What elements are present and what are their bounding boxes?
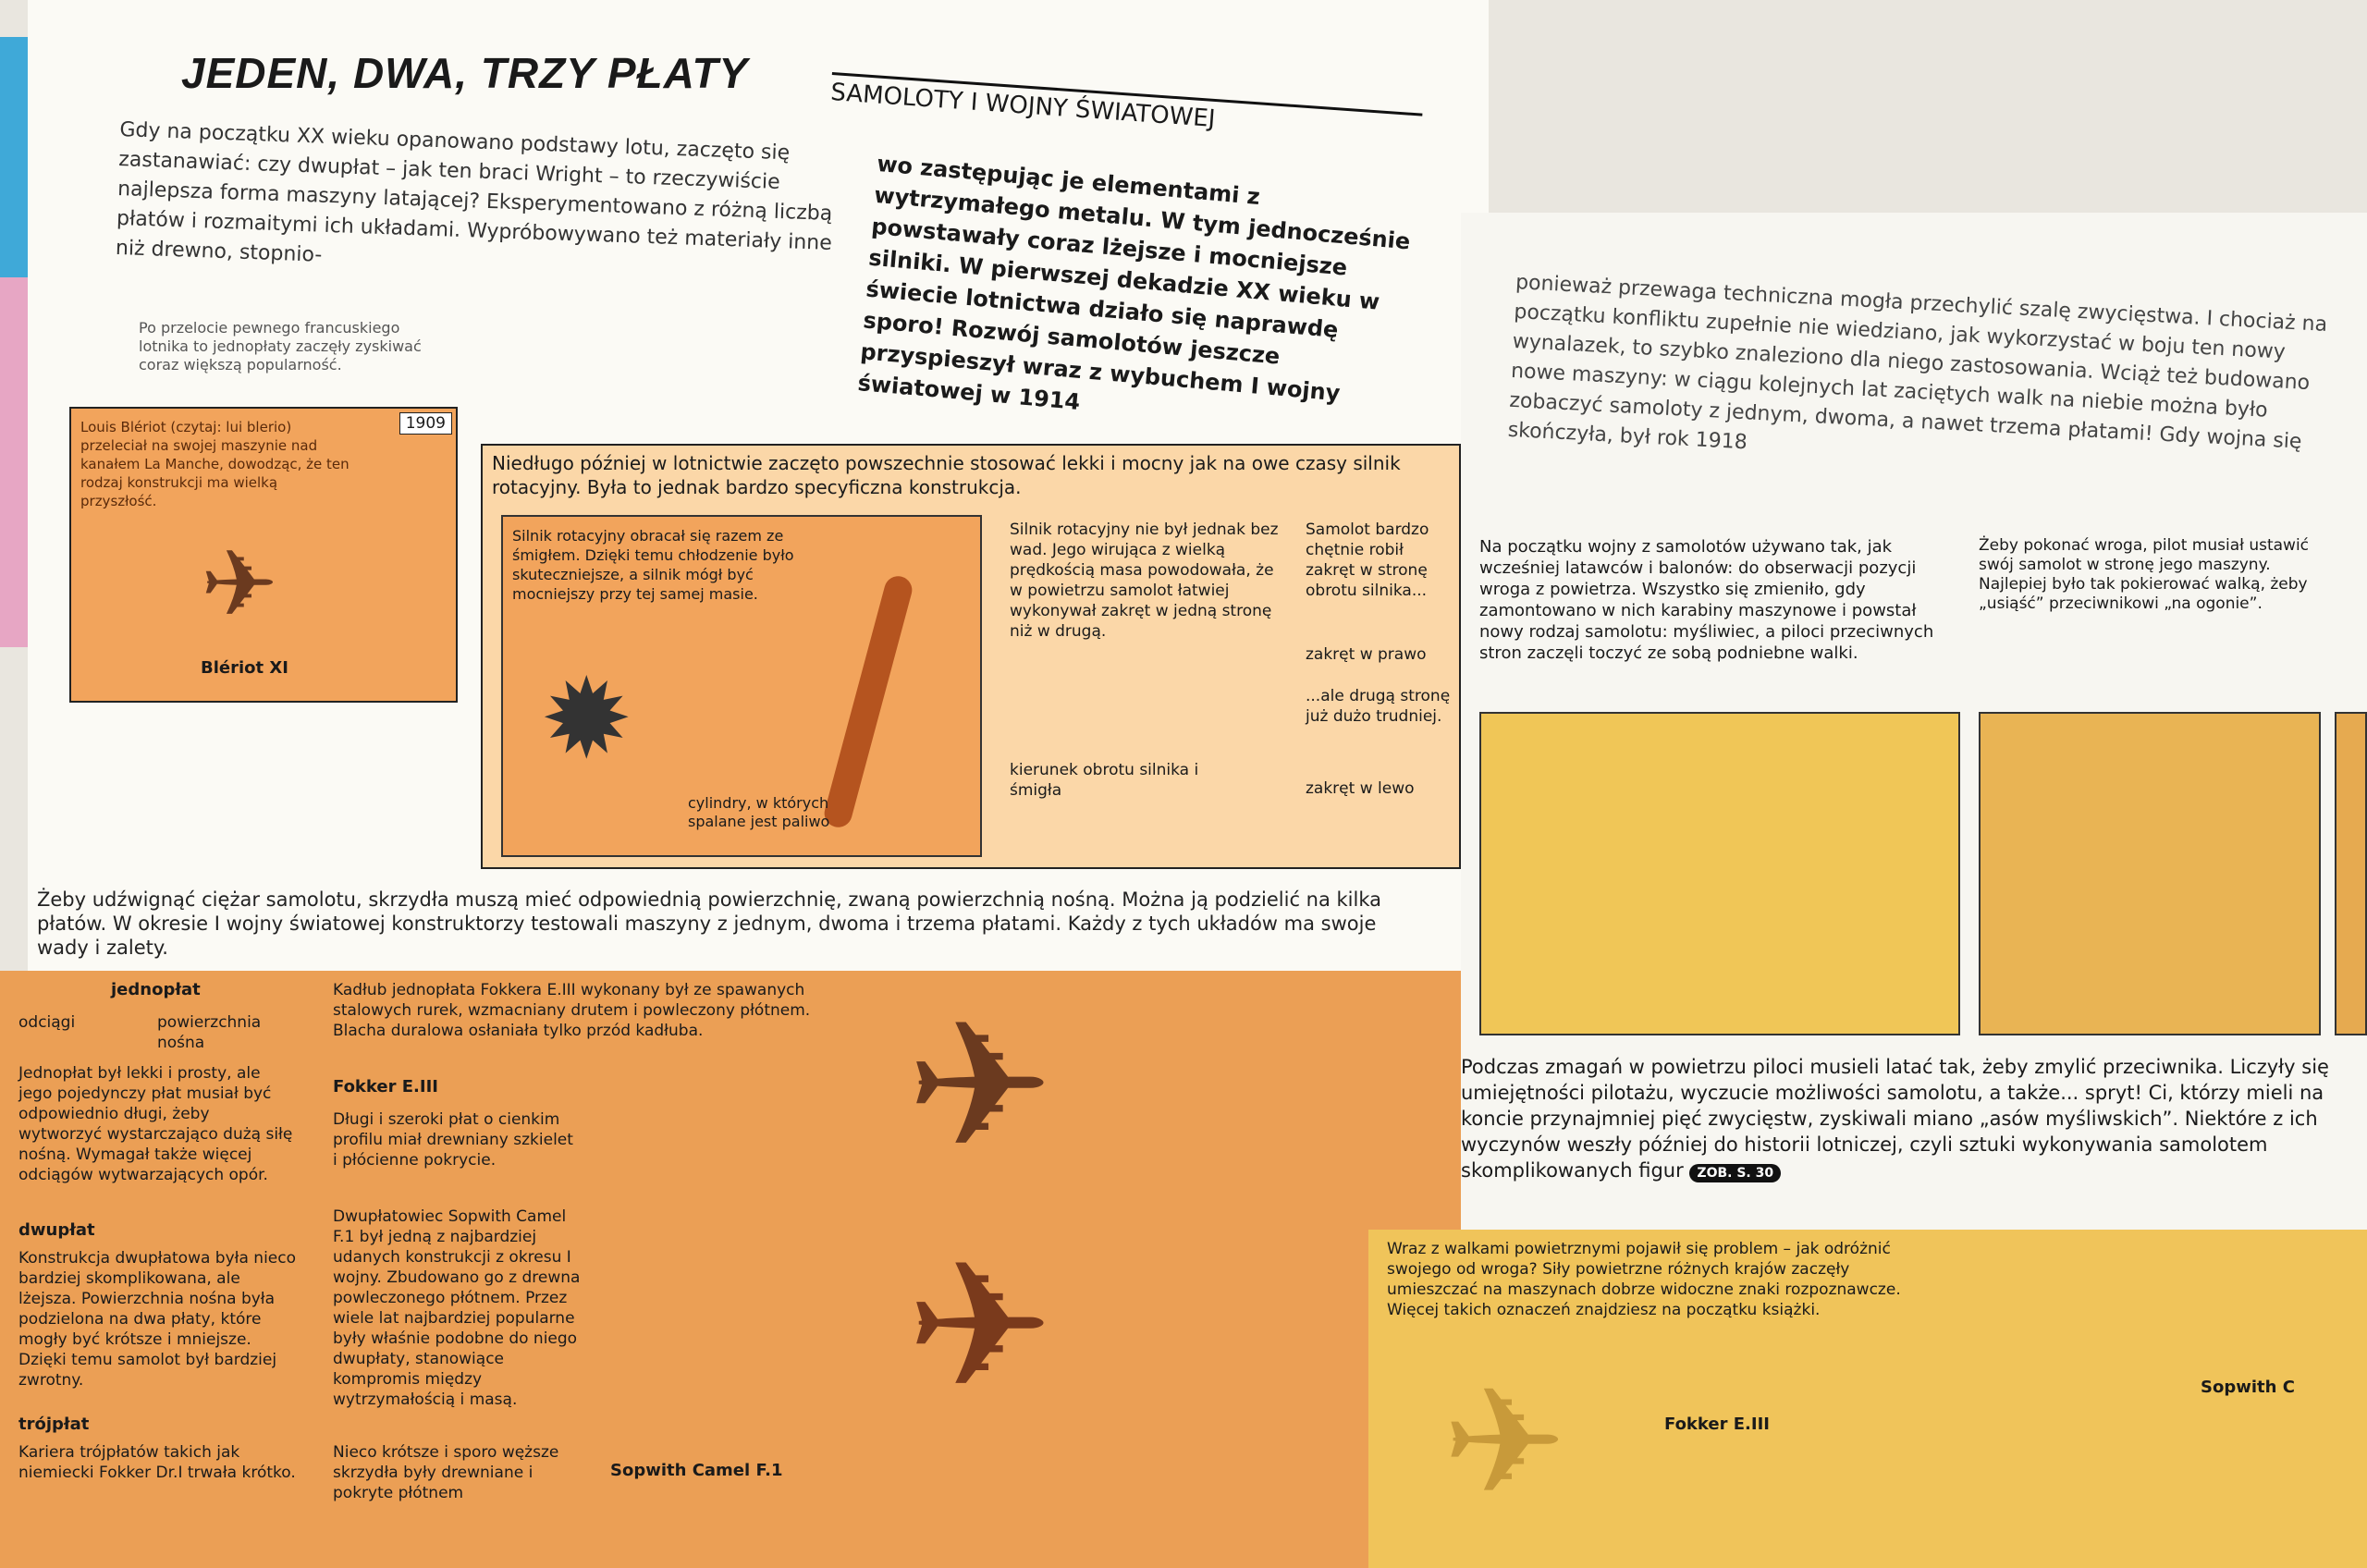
fokker-plane-illustration: ✈: [906, 984, 1054, 1188]
wings-section: jednopłat odciągi powierzchnia nośna Jed…: [0, 971, 1461, 1568]
rotary-caption-3: Silnik rotacyjny nie był jednak bez wad.…: [1010, 521, 1279, 641]
comic-panel-cockpit: [1979, 712, 2321, 1035]
bleriot-caption: Louis Blériot (czytaj: lui blerio) przel…: [80, 419, 350, 509]
year-badge: 1909: [399, 412, 452, 435]
wing-desc: Długi i szeroki płat o cienkim profilu m…: [333, 1110, 573, 1170]
camel-plane-illustration: ✈: [906, 1224, 1054, 1428]
cockpit-text: Żeby pokonać wroga, pilot musiał ustawić…: [1979, 536, 2310, 613]
observation-text: Na początku wojny z samolotów używano ta…: [1479, 537, 1934, 663]
rotary-caption-2: cylindry, w których spalane jest paliwo: [688, 794, 830, 830]
rotary-caption-1: Silnik rotacyjny obracał się razem ze śm…: [512, 527, 794, 603]
comic-panel-edge: [2335, 712, 2367, 1035]
mono-desc: Jednopłat był lekki i prosty, ale jego p…: [18, 1064, 293, 1184]
aces-text: Podczas zmagań w powietrzu piloci musiel…: [1461, 1054, 2349, 1186]
engine-icon: ✹: [540, 655, 633, 784]
wings-intro: Żeby udźwignąć ciężar samolotu, skrzydła…: [37, 888, 1382, 959]
drag-label: odciągi: [18, 1013, 76, 1032]
sopwith-right-label: Sopwith C: [2201, 1378, 2295, 1397]
rotary-engine-panel: Niedługo później w lotnictwie zaczęto po…: [481, 444, 1461, 869]
intro-right: wo zastępując je elementami z wytrzymałe…: [856, 150, 1412, 415]
surface-label: powierzchnia nośna: [157, 1013, 262, 1052]
fokker-right-label: Fokker E.III: [1664, 1415, 1770, 1434]
book-edge-pink: [0, 277, 28, 647]
rotary-caption-4: kierunek obrotu silnika i śmigła: [1010, 761, 1199, 800]
rotary-caption-5: Samolot bardzo chętnie robił zakręt w st…: [1306, 521, 1429, 600]
turn-left-label: zakręt w lewo: [1306, 779, 1415, 798]
bi-label: dwupłat: [18, 1220, 95, 1240]
intro-left: Gdy na początku XX wieku opanowano podst…: [115, 117, 833, 267]
rotary-intro: Niedługo później w lotnictwie zaczęto po…: [492, 452, 1401, 498]
see-page-badge[interactable]: ZOB. S. 30: [1689, 1164, 1782, 1182]
camel-desc: Dwupłatowiec Sopwith Camel F.1 był jedną…: [333, 1207, 581, 1409]
rotary-caption-7: ...ale drugą stronę już dużo trudniej.: [1306, 687, 1451, 726]
mono-label: jednopłat: [111, 980, 201, 999]
page-title: JEDEN, DWA, TRZY PŁATY: [181, 49, 749, 97]
bi-desc: Konstrukcja dwupłatowa była nieco bardzi…: [18, 1249, 297, 1390]
camel-label: Sopwith Camel F.1: [610, 1461, 783, 1480]
markings-text: Wraz z walkami powietrznymi pojawił się …: [1387, 1240, 1901, 1319]
fokker-markings-illustration: ✈: [1442, 1355, 1567, 1528]
bleriot-illustration: ✈: [201, 530, 278, 638]
propeller-icon: [821, 572, 915, 831]
fokker-label: Fokker E.III: [333, 1077, 438, 1096]
bleriot-label: Blériot XI: [201, 658, 288, 678]
fokker-desc: Kadłub jednopłata Fokkera E.III wykonany…: [333, 981, 811, 1040]
comic-panel-observation: [1479, 712, 1960, 1035]
aces-paragraph: Podczas zmagań w powietrzu piloci musiel…: [1461, 1056, 2329, 1182]
turn-right-label: zakręt w prawo: [1306, 645, 1427, 664]
tri-label: trójpłat: [18, 1415, 90, 1434]
note-1909: Po przelocie pewnego francuskiego lotnik…: [139, 319, 422, 374]
rotary-engine-illustration: Silnik rotacyjny obracał się razem ze śm…: [501, 515, 982, 857]
panel-1909: 1909 Louis Blériot (czytaj: lui blerio) …: [69, 407, 458, 703]
comic-panel-markings: Wraz z walkami powietrznymi pojawił się …: [1368, 1230, 2367, 1568]
camel-wing-desc: Nieco krótsze i sporo węższe skrzydła by…: [333, 1443, 559, 1502]
tri-desc: Kariera trójpłatów takich jak niemiecki …: [18, 1443, 296, 1482]
